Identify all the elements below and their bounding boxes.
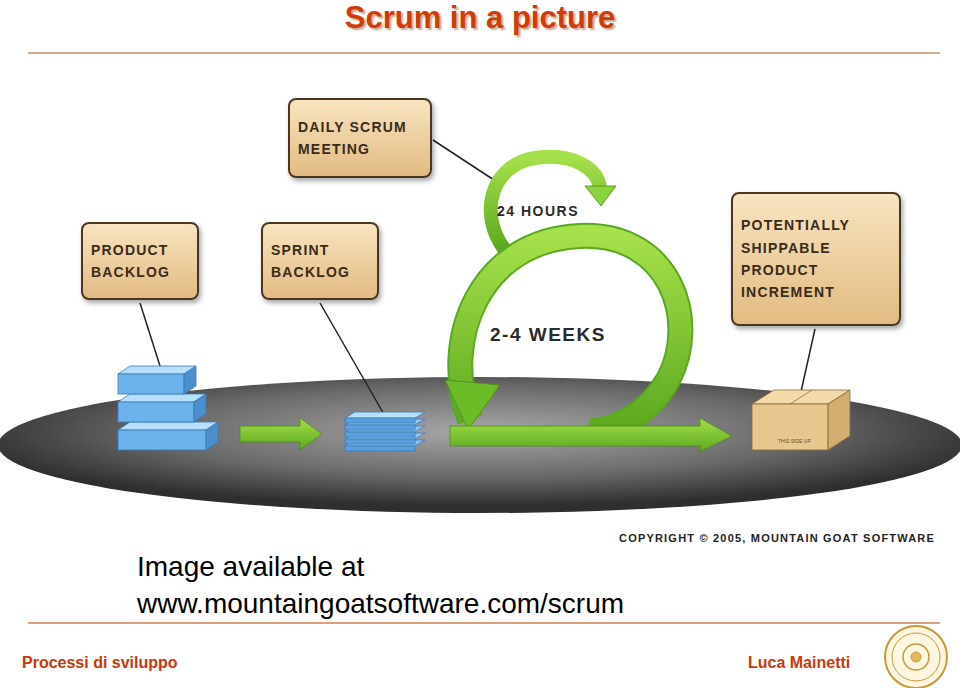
box-label: DAILY SCRUM MEETING bbox=[298, 116, 422, 161]
sprint-backlog-stack bbox=[345, 412, 425, 451]
image-caption: Image available at www.mountaingoatsoftw… bbox=[137, 548, 737, 622]
sprint-cycle-arrow bbox=[445, 157, 732, 452]
duration-label: 2-4 WEEKS bbox=[490, 324, 606, 346]
floor-ellipse bbox=[0, 377, 960, 513]
process-box: SPRINT BACKLOG bbox=[261, 222, 379, 300]
process-box: POTENTIALLY SHIPPABLE PRODUCT INCREMENT bbox=[731, 192, 901, 326]
box-marking: THIS SIDE UP bbox=[778, 438, 811, 444]
flow-arrow bbox=[240, 418, 322, 450]
copyright-notice: COPYRIGHT © 2005, MOUNTAIN GOAT SOFTWARE bbox=[619, 532, 935, 544]
course-name: Processi di sviluppo bbox=[22, 654, 178, 672]
process-box: DAILY SCRUM MEETING bbox=[288, 98, 432, 178]
process-box: PRODUCT BACKLOG bbox=[81, 222, 199, 300]
product-box bbox=[752, 390, 850, 450]
university-seal bbox=[885, 626, 947, 688]
author-name: Luca Mainetti bbox=[748, 654, 850, 672]
title-rule bbox=[28, 52, 940, 54]
footer-rule bbox=[28, 622, 940, 624]
box-label: SPRINT BACKLOG bbox=[271, 239, 369, 284]
product-backlog-blocks bbox=[118, 366, 218, 450]
slide-title: Scrum in a picture bbox=[0, 0, 960, 36]
duration-label: 24 HOURS bbox=[497, 203, 579, 219]
box-label: PRODUCT BACKLOG bbox=[91, 239, 189, 284]
box-label: POTENTIALLY SHIPPABLE PRODUCT INCREMENT bbox=[741, 214, 891, 304]
